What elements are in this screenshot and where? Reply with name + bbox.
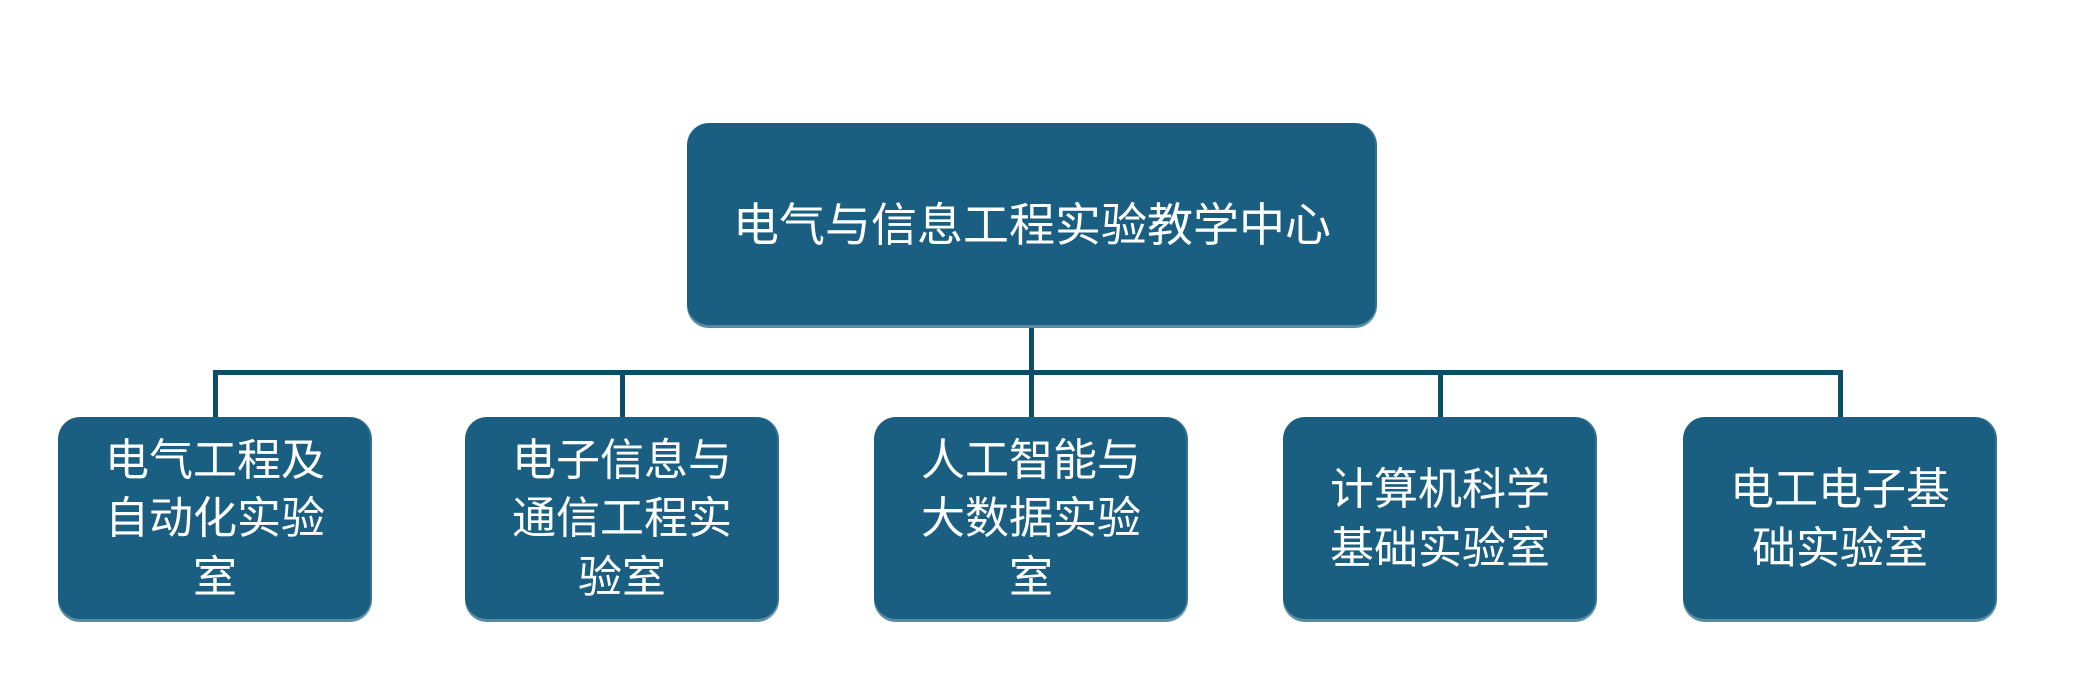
org-node-lab-4: 计算机科学基础实验室 xyxy=(1283,417,1597,622)
connector-drop-1 xyxy=(213,373,218,418)
org-node-lab-5: 电工电子基础实验室 xyxy=(1683,417,1997,622)
org-node-lab-2-label: 电子信息与通信工程实验室 xyxy=(512,436,732,602)
org-node-lab-1-label: 电气工程及自动化实验室 xyxy=(105,436,325,602)
connector-drop-3 xyxy=(1029,373,1034,418)
connector-horizontal-bar xyxy=(213,370,1843,375)
connector-drop-4 xyxy=(1438,373,1443,418)
org-node-lab-4-label: 计算机科学基础实验室 xyxy=(1330,465,1550,573)
org-node-lab-3-label: 人工智能与大数据实验室 xyxy=(921,436,1141,602)
connector-root-stem xyxy=(1029,328,1034,375)
org-node-lab-2: 电子信息与通信工程实验室 xyxy=(465,417,779,622)
org-node-lab-1: 电气工程及自动化实验室 xyxy=(58,417,372,622)
org-node-lab-5-label: 电工电子基础实验室 xyxy=(1730,465,1950,573)
org-node-lab-3: 人工智能与大数据实验室 xyxy=(874,417,1188,622)
org-node-root-label: 电气与信息工程实验教学中心 xyxy=(733,198,1331,251)
connector-drop-2 xyxy=(620,373,625,418)
connector-drop-5 xyxy=(1838,373,1843,418)
org-node-root: 电气与信息工程实验教学中心 xyxy=(687,123,1377,328)
